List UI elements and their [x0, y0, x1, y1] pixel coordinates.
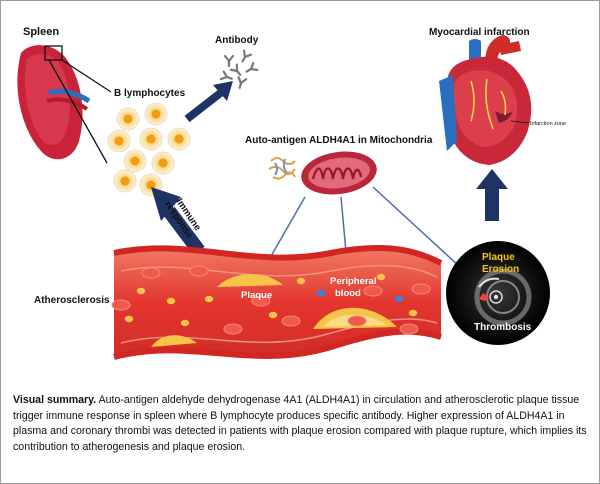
red-blood-cell [111, 299, 131, 311]
red-blood-cell [363, 285, 383, 297]
blood-cell [408, 309, 418, 317]
peripheral-blood-label-2: blood [335, 288, 361, 299]
auto-antigen-label: Auto-antigen ALDH4A1 in Mitochondria [245, 135, 433, 146]
atherosclerosis-label: Atherosclerosis [34, 295, 110, 306]
b-lymphocyte [144, 102, 168, 126]
immune-response-arrow [151, 187, 205, 256]
blood-cell [296, 277, 306, 285]
artery-illustration [113, 245, 443, 360]
antibody [229, 63, 242, 76]
antibody-cluster [219, 49, 259, 89]
myocardial-infarction-label: Myocardial infarction [429, 27, 530, 38]
blood-cells [111, 265, 431, 335]
blood-cell [316, 289, 326, 297]
red-blood-cell [281, 315, 301, 327]
oct-image [446, 241, 550, 345]
b-lymphocyte [107, 129, 131, 153]
blood-cell [124, 315, 134, 323]
b-lymphocyte [139, 127, 163, 151]
plaque-erosion-label-2: Erosion [482, 264, 519, 275]
antibody [219, 70, 233, 81]
protein-structure-icon [268, 157, 296, 180]
plaque-deposit-bottom-left [151, 335, 197, 347]
blood-cell [180, 319, 190, 327]
blood-cell [376, 273, 386, 281]
antibody [237, 76, 248, 89]
antibody [241, 49, 253, 63]
plaque-deposit-top [217, 273, 283, 287]
antibody-label: Antibody [215, 35, 259, 46]
b-lymphocyte [113, 169, 137, 193]
spleen-zoom-box [44, 45, 63, 61]
red-blood-cell [399, 323, 419, 335]
caption-title: Visual summary. [13, 394, 97, 406]
zoom-line-top [61, 59, 112, 93]
blood-cell [268, 311, 278, 319]
caption-body: Auto-antigen aldehyde dehydrogenase 4A1 … [13, 394, 587, 453]
b-lymphocyte-cluster [107, 102, 191, 197]
peripheral-blood-label-1: Peripheral [330, 276, 376, 287]
blood-cell [204, 295, 214, 303]
antibody [245, 61, 259, 73]
red-blood-cell [347, 315, 367, 327]
visual-summary-caption: Visual summary. Auto-antigen aldehyde de… [13, 393, 589, 455]
arrow-to-antibody [184, 81, 233, 123]
arrow-to-heart [476, 169, 508, 221]
b-lymphocytes-label: B lymphocytes [114, 88, 186, 99]
blood-cell [136, 287, 146, 295]
zoom-line-bottom [48, 59, 108, 164]
mitochondria-illustration [301, 151, 377, 195]
thrombosis-label: Thrombosis [474, 322, 532, 333]
infarction-zone-label: Infarction zone [530, 121, 566, 127]
antibody [223, 54, 235, 68]
blood-cell [394, 295, 404, 303]
red-blood-cell [189, 265, 209, 277]
red-blood-cell [223, 323, 243, 335]
heart-illustration [439, 35, 532, 165]
blood-cell [166, 297, 176, 305]
b-lymphocyte [123, 149, 147, 173]
spleen-label: Spleen [23, 26, 59, 38]
b-lymphocyte [167, 127, 191, 151]
b-lymphocyte [116, 107, 140, 131]
plaque-erosion-label-1: Plaque [482, 252, 515, 263]
red-blood-cell [411, 283, 431, 295]
red-blood-cell [251, 295, 271, 307]
red-blood-cell [141, 267, 161, 279]
b-lymphocyte [151, 151, 175, 175]
plaque-label: Plaque [241, 290, 272, 301]
spleen-illustration [17, 45, 112, 164]
